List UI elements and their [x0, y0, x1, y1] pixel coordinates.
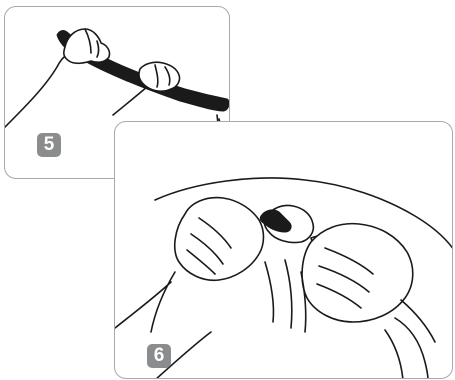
bag-left — [115, 282, 171, 328]
right-wrist — [401, 300, 435, 342]
bag-outline — [5, 55, 67, 127]
step-6-panel: 6 — [114, 121, 453, 379]
fabric-fold-1 — [265, 262, 274, 322]
right-hand — [302, 224, 413, 322]
step-5-badge: 5 — [37, 133, 61, 157]
bag-right — [395, 318, 428, 379]
right-arm — [113, 87, 147, 115]
left-wrist — [151, 272, 175, 332]
step-6-badge: 6 — [147, 344, 171, 368]
left-hand — [175, 198, 264, 281]
fabric-fold-2 — [285, 260, 292, 328]
step-6-illustration — [115, 122, 453, 379]
bag-right-2 — [385, 330, 403, 379]
